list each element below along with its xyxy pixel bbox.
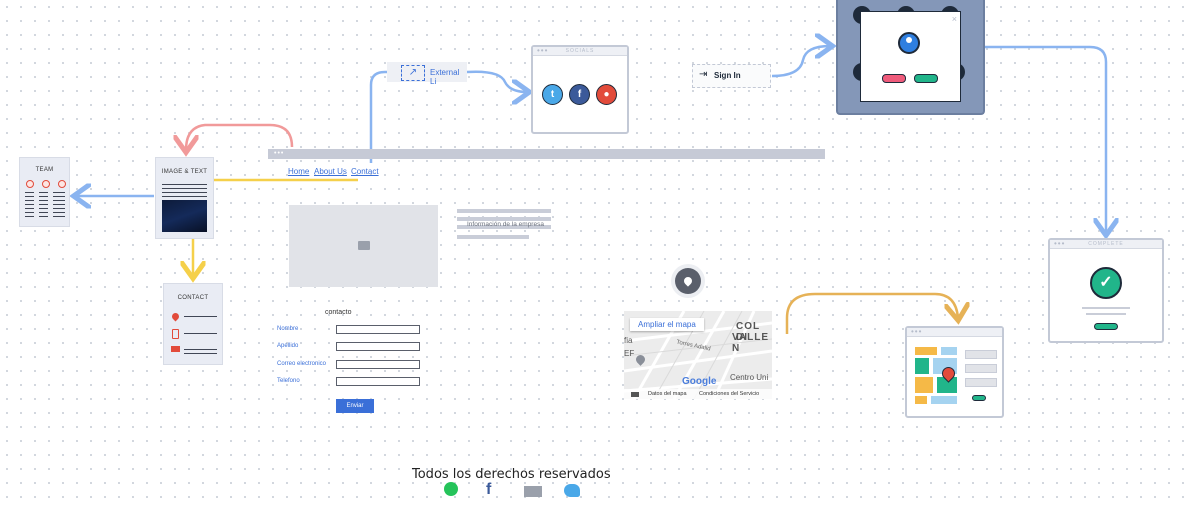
nav-home-link[interactable]: Home <box>288 167 310 176</box>
team-lines <box>25 192 65 220</box>
image-placeholder <box>289 205 438 287</box>
external-link-label: External Li <box>430 68 460 86</box>
map-window[interactable]: ••• <box>905 326 1004 418</box>
external-link-icon: ↗ <box>401 65 425 81</box>
login-modal-dialog[interactable]: × <box>860 11 961 102</box>
phone-icon <box>172 329 179 339</box>
image-text-lines <box>162 184 207 198</box>
sign-in-icon: ⇥ <box>699 69 708 80</box>
twitter-icon[interactable] <box>564 484 580 497</box>
complete-pill-button[interactable] <box>1094 323 1118 330</box>
footer-social-icons: f <box>444 482 584 500</box>
telefono-input[interactable] <box>336 377 420 386</box>
map-expand-button[interactable]: Ampliar el mapa <box>630 318 704 331</box>
user-avatar-icon <box>898 32 920 54</box>
image-text-card-title: IMAGE & TEXT <box>161 169 208 175</box>
map-text-left-2: EF <box>624 349 635 358</box>
form-label-telefono: Telefono <box>277 378 300 384</box>
close-icon[interactable]: × <box>951 14 957 24</box>
image-icon <box>358 241 370 250</box>
confirm-pill-button[interactable] <box>914 74 938 83</box>
cancel-pill-button[interactable] <box>882 74 906 83</box>
keyboard-icon[interactable] <box>631 392 639 397</box>
contact-card[interactable]: CONTACT <box>163 283 223 365</box>
form-label-apellido: Apellido <box>277 343 299 349</box>
socials-window[interactable]: ••• SOCIALS t f ● <box>531 45 629 134</box>
facebook-icon[interactable]: f <box>486 481 492 498</box>
form-label-correo: Correo electronico <box>277 361 327 367</box>
complete-window-title: COMPLETE <box>1088 241 1124 247</box>
location-icon <box>671 264 705 298</box>
window-dots: ••• <box>274 150 285 157</box>
map-pin-icon <box>170 311 181 322</box>
connector-signin-modal <box>771 46 830 78</box>
embedded-map[interactable]: Ampliar el mapa COL DI VALLE N fia EF To… <box>624 311 772 399</box>
site-header-bar: ••• <box>268 149 825 159</box>
correo-input[interactable] <box>336 360 420 369</box>
complete-window[interactable]: ••• COMPLETE ✓ <box>1048 238 1164 343</box>
company-info-text: Información de la empresa <box>467 221 544 228</box>
form-title: contacto <box>325 309 352 316</box>
map-window-pill-button[interactable] <box>972 395 986 401</box>
apellido-input[interactable] <box>336 342 420 351</box>
nombre-input[interactable] <box>336 325 420 334</box>
map-district-1: COL DI <box>736 321 760 343</box>
image-text-picture <box>162 200 207 232</box>
map-area-label: Centro Uni <box>730 373 769 382</box>
socials-window-title: SOCIALS <box>565 48 595 54</box>
nav-contact-link[interactable]: Contact <box>351 167 379 176</box>
contact-card-title: CONTACT <box>177 295 209 301</box>
connector-contact-external <box>369 70 398 163</box>
facebook-icon[interactable]: f <box>569 84 590 105</box>
map-district-2: VALLE N <box>732 332 770 354</box>
map-terms-link[interactable]: Condiciones del Servicio <box>699 391 760 397</box>
team-card-title: TEAM <box>35 167 54 173</box>
team-card[interactable]: TEAM <box>19 157 70 227</box>
person-icon <box>26 180 34 188</box>
sign-in-element[interactable]: ⇥ Sign In <box>692 64 771 88</box>
connector-external-socials <box>466 70 527 92</box>
google-logo: Google <box>682 376 717 387</box>
person-icon <box>58 180 66 188</box>
external-link-element[interactable]: ↗ External Li <box>387 62 467 86</box>
submit-button[interactable]: Enviar <box>336 399 374 413</box>
footer-text: Todos los derechos reservados <box>412 467 611 482</box>
twitter-icon[interactable]: t <box>542 84 563 105</box>
connector-nav-image <box>186 123 294 150</box>
google-plus-icon[interactable]: ● <box>596 84 617 105</box>
mail-icon <box>171 346 180 352</box>
whatsapp-icon[interactable] <box>444 482 458 496</box>
connector-map-mapwindow <box>785 292 958 334</box>
person-icon <box>42 180 50 188</box>
map-text-left: fia <box>624 336 633 345</box>
map-data-label[interactable]: Datos del mapa <box>648 391 687 397</box>
checkmark-icon: ✓ <box>1090 267 1122 299</box>
connector-modal-complete <box>985 45 1106 233</box>
nav-about-link[interactable]: About Us <box>314 167 347 176</box>
email-icon[interactable] <box>524 486 542 497</box>
image-text-card[interactable]: IMAGE & TEXT <box>155 157 214 239</box>
login-modal-screen[interactable]: × <box>836 0 985 115</box>
form-label-nombre: Nombre <box>277 326 299 332</box>
company-info: Información de la empresa <box>457 209 551 241</box>
map-footer: Datos del mapa Condiciones del Servicio <box>624 389 772 399</box>
team-avatars <box>26 180 66 188</box>
sign-in-label: Sign In <box>714 71 741 80</box>
